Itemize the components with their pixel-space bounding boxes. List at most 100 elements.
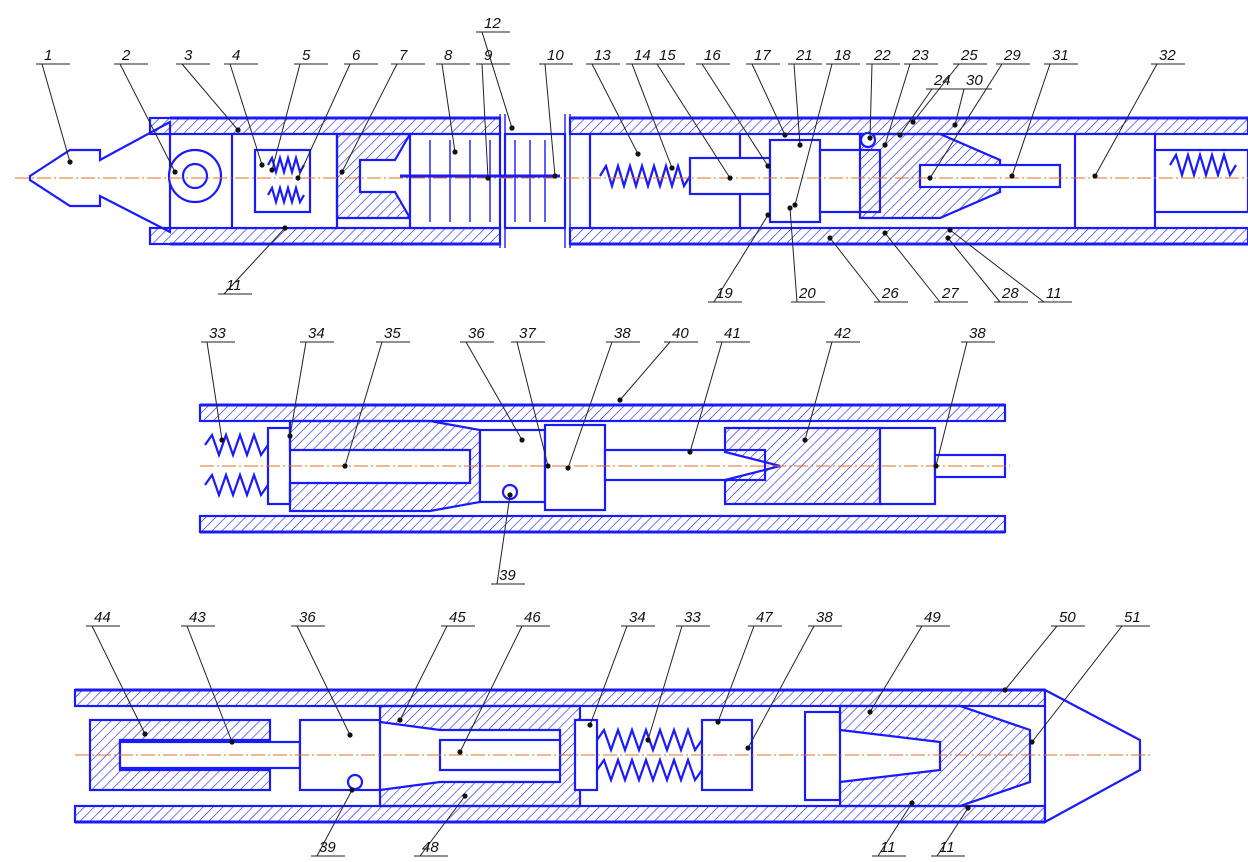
callout-dot: [897, 132, 903, 138]
callout-18: 18: [792, 47, 860, 208]
callout-dot: [545, 463, 551, 469]
callout-label: 23: [911, 47, 929, 64]
callout-dot: [235, 127, 241, 133]
callout-43: 43: [181, 609, 235, 745]
callout-dot: [727, 175, 733, 181]
callout-dot: [587, 722, 593, 728]
ball-39b: [346, 773, 364, 791]
callout-leader: [481, 63, 489, 179]
callout-label: 11: [939, 839, 955, 856]
spring-small-lower: [267, 183, 305, 207]
callout-leader: [899, 88, 933, 136]
callout-5: 5: [269, 47, 328, 173]
callout-dot: [1092, 173, 1098, 179]
callout-dot: [687, 449, 693, 455]
callout-leader: [186, 625, 233, 743]
callout-label: 41: [724, 325, 741, 342]
stem-35: [288, 419, 482, 513]
callout-label: 22: [873, 47, 891, 64]
row3-hatch-top: [73, 688, 1047, 708]
callout-dot: [287, 433, 293, 439]
callout-label: 3: [184, 47, 193, 64]
callout-21: 21: [788, 47, 822, 148]
section-row-1: [15, 114, 1248, 248]
callout-11: 11: [872, 800, 915, 857]
callout-leader: [954, 88, 965, 126]
callout-dot: [765, 163, 771, 169]
callout-dot: [339, 169, 345, 175]
callout-15: 15: [651, 47, 733, 181]
callout-23: 23: [882, 47, 938, 148]
callout-label: 45: [449, 609, 466, 626]
callout-22: 22: [866, 47, 900, 141]
callout-label: 8: [444, 47, 453, 64]
ball-inner: [181, 162, 209, 190]
callout-51: 51: [1029, 609, 1150, 745]
callout-leader: [271, 63, 301, 171]
rod-29-31: [918, 163, 1062, 189]
callout-leader: [656, 63, 731, 179]
callout-dot: [787, 205, 793, 211]
callout-37: 37: [511, 325, 551, 469]
callout-38: 38: [565, 325, 640, 471]
callout-dot: [867, 135, 873, 141]
callout-label: 46: [524, 609, 541, 626]
callout-leader: [341, 63, 398, 173]
callout-30: 30: [952, 72, 992, 128]
callout-leader: [869, 625, 923, 713]
callout-label: 43: [189, 609, 206, 626]
callout-leader: [804, 341, 833, 441]
callout-dot: [952, 122, 958, 128]
callout-28: 28: [945, 235, 1028, 303]
callout-dot: [910, 119, 916, 125]
callout-7: 7: [339, 47, 425, 175]
callout-dot: [669, 165, 675, 171]
callout-label: 6: [352, 47, 361, 64]
callout-leader: [789, 207, 798, 303]
callout-leader: [689, 341, 723, 453]
callout-36: 36: [460, 325, 525, 443]
callout-50: 50: [1002, 609, 1085, 693]
callout-dot: [342, 463, 348, 469]
callout-49: 49: [867, 609, 950, 715]
row2-hatch-top: [198, 403, 1007, 423]
callout-label: 33: [684, 609, 701, 626]
callout-dot: [457, 749, 463, 755]
callout-leader: [929, 63, 1003, 179]
nozzle-tip: [28, 120, 172, 234]
callout-label: 2: [121, 47, 131, 64]
callout-dot: [172, 169, 178, 175]
body-hatch-bottom-right: [568, 226, 1248, 246]
callout-label: 42: [834, 325, 851, 342]
callout-32: 32: [1092, 47, 1185, 179]
callout-leader: [1031, 625, 1123, 743]
callout-31: 31: [1009, 47, 1078, 179]
callout-39: 39: [311, 787, 355, 857]
callout-20: 20: [787, 205, 825, 303]
row3-hatch-bottom: [73, 804, 1047, 824]
callout-leader: [41, 63, 71, 163]
callout-label: 21: [795, 47, 813, 64]
callout-leader: [516, 341, 549, 467]
callout-leader: [119, 63, 176, 173]
callout-16: 16: [696, 47, 771, 169]
callout-leader: [647, 625, 683, 741]
callout-38: 38: [933, 325, 995, 469]
callout-10: 10: [539, 47, 573, 179]
callout-dot: [259, 162, 265, 168]
callout-leader: [223, 227, 286, 295]
callout-leader: [206, 341, 223, 441]
tip-hatch-top: [148, 116, 502, 136]
callout-label: 13: [594, 47, 611, 64]
callout-dot: [462, 793, 468, 799]
callout-label: 33: [209, 325, 226, 342]
callout-leader: [181, 63, 239, 131]
callout-dot: [882, 230, 888, 236]
callout-17: 17: [746, 47, 788, 138]
callout-label: 11: [1046, 285, 1062, 302]
callout-label: 29: [1003, 47, 1021, 64]
callout-dot: [67, 159, 73, 165]
plunger-37-38: [543, 423, 607, 512]
callout-40: 40: [617, 325, 698, 403]
